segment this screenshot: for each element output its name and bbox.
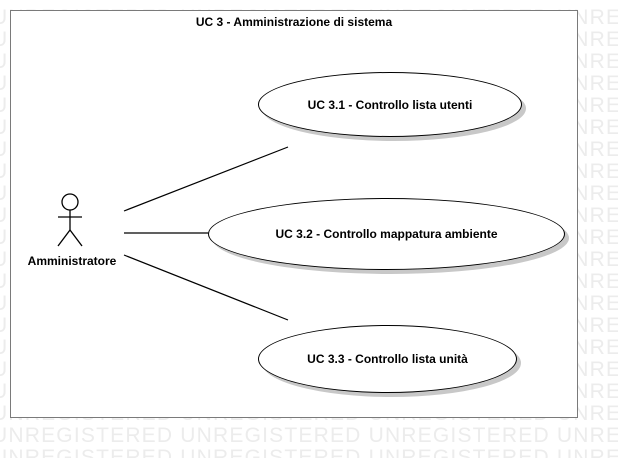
use-case-uc-3-3[interactable]: UC 3.3 - Controllo lista unità xyxy=(258,325,517,393)
diagram-title: UC 3 - Amministrazione di sistema xyxy=(195,15,393,29)
actor-left-leg xyxy=(57,229,71,247)
actor-figure-icon xyxy=(57,193,83,247)
actor-right-leg xyxy=(69,229,83,247)
actor-label: Amministratore xyxy=(27,254,117,268)
use-case-label: UC 3.2 - Controllo mappatura ambiente xyxy=(275,227,498,241)
use-case-label: UC 3.1 - Controllo lista utenti xyxy=(307,97,473,112)
actor-head xyxy=(61,193,79,211)
use-case-uc-3-1[interactable]: UC 3.1 - Controllo lista utenti xyxy=(258,72,522,137)
use-case-label: UC 3.3 - Controllo lista unità xyxy=(307,352,468,366)
use-case-uc-3-2[interactable]: UC 3.2 - Controllo mappatura ambiente xyxy=(208,198,565,270)
association-line-uc-3-3 xyxy=(123,254,289,321)
association-line-uc-3-1 xyxy=(123,146,289,212)
